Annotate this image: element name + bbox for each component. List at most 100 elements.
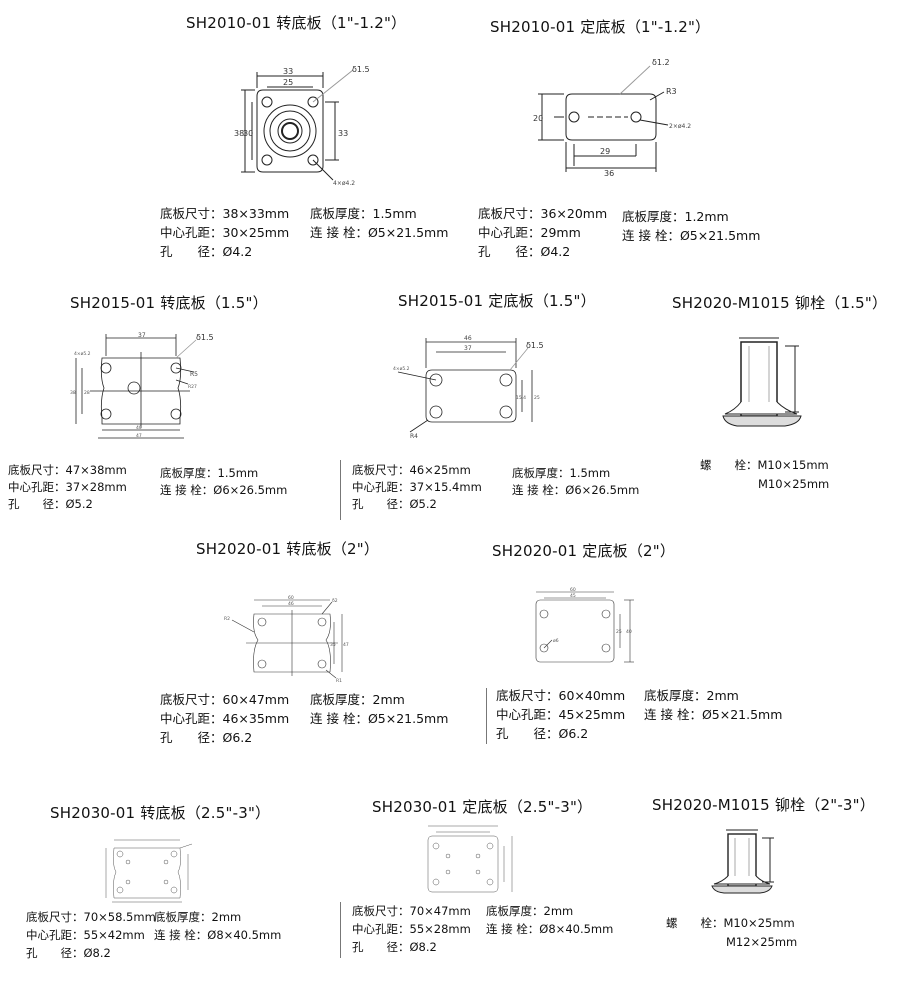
spec-hole-spacing: 中心孔距：29mm	[478, 225, 581, 240]
specs-sh2015-swivel-right: 底板厚度：1.5mm 连 接 栓：Ø6×26.5mm	[160, 465, 287, 499]
dim-holes: ø6	[553, 638, 559, 644]
specs-rivet-23: 螺 栓：M10×25mm M12×25mm	[666, 914, 797, 952]
dim-radius: R2	[224, 616, 230, 622]
spec-bolt: 连 接 栓：Ø5×21.5mm	[622, 228, 761, 243]
dim-w-outer: 47	[136, 433, 142, 439]
spec-bolt: 连 接 栓：Ø6×26.5mm	[160, 483, 288, 497]
dim-w-outer: 46	[464, 335, 472, 342]
specs-sh2015-swivel: 底板尺寸：47×38mm 中心孔距：37×28mm 孔 径：Ø5.2	[8, 462, 127, 513]
specs-sh2030-rigid-right: 底板厚度：2mm 连 接 栓：Ø8×40.5mm	[486, 902, 613, 938]
spec-plate-size: 底板尺寸：60×47mm	[160, 692, 290, 707]
dim-h-outer: 38	[234, 129, 244, 138]
divider	[340, 460, 341, 520]
drawing-sh2020-swivel: 60 46 δ2 R2 35 47 R1	[222, 592, 362, 684]
spec-plate-size: 底板尺寸：70×58.5mm	[26, 910, 156, 924]
spec-plate-size: 底板尺寸：70×47mm	[352, 904, 471, 918]
spec-bolt-1: 螺 栓：M10×15mm	[700, 458, 829, 472]
dim-h-outer: 40	[626, 629, 632, 635]
specs-sh2020-swivel-right: 底板厚度：2mm 连 接 栓：Ø5×21.5mm	[310, 690, 448, 728]
dim-w-outer: 36	[604, 169, 614, 178]
dim-w-outer: 60	[288, 595, 294, 601]
spec-bolt-1: 螺 栓：M10×25mm	[666, 916, 795, 930]
title-sh2010-rigid: SH2010-01 定底板（1"-1.2"）	[490, 18, 711, 36]
dim-w-inner: 40	[136, 425, 142, 431]
dim-radius: R3	[666, 87, 677, 96]
drawing-sh2010-swivel: 33 25 38 30 33 δ1.5 4×ø4.2	[225, 58, 375, 193]
title-sh2020-rivet-15: SH2020-M1015 铆栓（1.5"）	[672, 294, 888, 312]
spec-hole-diameter: 孔 径：Ø4.2	[160, 244, 253, 259]
spec-thickness: 底板厚度：2mm	[644, 688, 739, 703]
title-sh2020-swivel: SH2020-01 转底板（2"）	[196, 540, 380, 558]
spec-hole-spacing: 中心孔距：37×15.4mm	[352, 480, 482, 494]
spec-hole-diameter: 孔 径：Ø6.2	[160, 730, 253, 745]
spec-plate-size: 底板尺寸：47×38mm	[8, 463, 127, 477]
dim-holes: 4×ø4.2	[333, 180, 355, 187]
dim-thickness: δ1.2	[652, 58, 670, 67]
specs-sh2015-rigid-right: 底板厚度：1.5mm 连 接 栓：Ø6×26.5mm	[512, 465, 639, 499]
spec-hole-spacing: 中心孔距：55×28mm	[352, 922, 471, 936]
dim-w-outer: 33	[283, 67, 293, 76]
dim-radius: R5	[190, 371, 198, 378]
spec-hole-spacing: 中心孔距：45×25mm	[496, 707, 626, 722]
dim-radius2: R27	[188, 384, 197, 390]
dim-w-inner: 25	[283, 78, 293, 87]
spec-bolt: 连 接 栓：Ø6×26.5mm	[512, 483, 640, 497]
specs-sh2030-rigid: 底板尺寸：70×47mm 中心孔距：55×28mm 孔 径：Ø8.2	[352, 902, 471, 956]
dim-thickness: δ1.5	[352, 65, 370, 74]
dim-height: 20	[533, 114, 543, 123]
spec-thickness: 底板厚度：1.5mm	[512, 466, 611, 480]
spec-plate-size: 底板尺寸：38×33mm	[160, 206, 290, 221]
dim-h-inner: 25	[616, 629, 622, 635]
dim-w-top: 37	[138, 332, 146, 339]
spec-hole-diameter: 孔 径：Ø6.2	[496, 726, 589, 741]
dim-h-inner: 30	[243, 129, 253, 138]
divider	[486, 688, 487, 744]
spec-thickness: 底板厚度：2mm	[486, 904, 574, 918]
specs-sh2010-rigid-right: 底板厚度：1.2mm 连 接 栓：Ø5×21.5mm	[622, 207, 760, 245]
title-sh2030-swivel: SH2030-01 转底板（2.5"-3"）	[50, 804, 271, 822]
specs-sh2020-rigid: 底板尺寸：60×40mm 中心孔距：45×25mm 孔 径：Ø6.2	[496, 686, 625, 743]
spec-hole-spacing: 中心孔距：37×28mm	[8, 480, 127, 494]
dim-holes: 4×ø5.2	[393, 366, 410, 372]
spec-bolt: 连 接 栓：Ø5×21.5mm	[310, 225, 449, 240]
spec-bolt: 连 接 栓：Ø5×21.5mm	[644, 707, 783, 722]
spec-bolt: 连 接 栓：Ø8×40.5mm	[154, 928, 282, 942]
spec-thickness: 底板厚度：1.2mm	[622, 209, 729, 224]
dim-h-outer: 47	[343, 642, 349, 648]
spec-bolt: 连 接 栓：Ø8×40.5mm	[486, 922, 614, 936]
drawing-rivet-23	[704, 826, 794, 896]
drawing-rivet-15	[715, 332, 815, 437]
dim-w-inner: 46	[288, 601, 294, 607]
spec-plate-size: 底板尺寸：36×20mm	[478, 206, 608, 221]
dim-h-right: 33	[338, 129, 348, 138]
spec-thickness: 底板厚度：1.5mm	[310, 206, 417, 221]
spec-thickness: 底板厚度：2mm	[310, 692, 405, 707]
drawing-sh2015-swivel: 37 δ1.5 4×ø5.2 R5 R27 38 28 40 47	[70, 328, 230, 448]
spec-hole-spacing: 中心孔距：55×42mm	[26, 928, 145, 942]
dim-w-inner: 37	[464, 345, 472, 352]
title-sh2030-rigid: SH2030-01 定底板（2.5"-3"）	[372, 798, 593, 816]
spec-bolt: 连 接 栓：Ø5×21.5mm	[310, 711, 449, 726]
drawing-sh2015-rigid: 46 37 δ1.5 4×ø5.2 15.4 25 R4	[390, 332, 560, 442]
specs-sh2010-swivel-right: 底板厚度：1.5mm 连 接 栓：Ø5×21.5mm	[310, 204, 448, 242]
dim-radius2: R1	[336, 678, 342, 684]
spec-plate-size: 底板尺寸：46×25mm	[352, 463, 471, 477]
specs-sh2030-swivel: 底板尺寸：70×58.5mm 中心孔距：55×42mm 孔 径：Ø8.2	[26, 908, 156, 962]
dim-h-outer: 25	[534, 395, 540, 401]
title-sh2015-swivel: SH2015-01 转底板（1.5"）	[70, 294, 268, 312]
dim-w-outer: 60	[570, 587, 576, 593]
specs-sh2010-rigid: 底板尺寸：36×20mm 中心孔距：29mm 孔 径：Ø4.2	[478, 204, 607, 261]
dim-thickness: δ1.5	[196, 333, 214, 342]
spec-hole-diameter: 孔 径：Ø8.2	[26, 946, 111, 960]
specs-sh2020-swivel: 底板尺寸：60×47mm 中心孔距：46×35mm 孔 径：Ø6.2	[160, 690, 289, 747]
spec-hole-spacing: 中心孔距：30×25mm	[160, 225, 290, 240]
drawing-sh2010-rigid: δ1.2 R3 20 2×ø4.2 29 36	[532, 52, 712, 178]
specs-sh2030-swivel-right: 底板厚度：2mm 连 接 栓：Ø8×40.5mm	[154, 908, 281, 944]
spec-bolt-2: M12×25mm	[726, 935, 798, 949]
spec-hole-diameter: 孔 径：Ø8.2	[352, 940, 437, 954]
drawing-sh2020-rigid: 60 45 25 40 ø6	[520, 586, 640, 676]
dim-h-outer: 38	[70, 390, 76, 396]
spec-hole-spacing: 中心孔距：46×35mm	[160, 711, 290, 726]
spec-thickness: 底板厚度：1.5mm	[160, 466, 259, 480]
specs-sh2010-swivel: 底板尺寸：38×33mm 中心孔距：30×25mm 孔 径：Ø4.2	[160, 204, 289, 261]
